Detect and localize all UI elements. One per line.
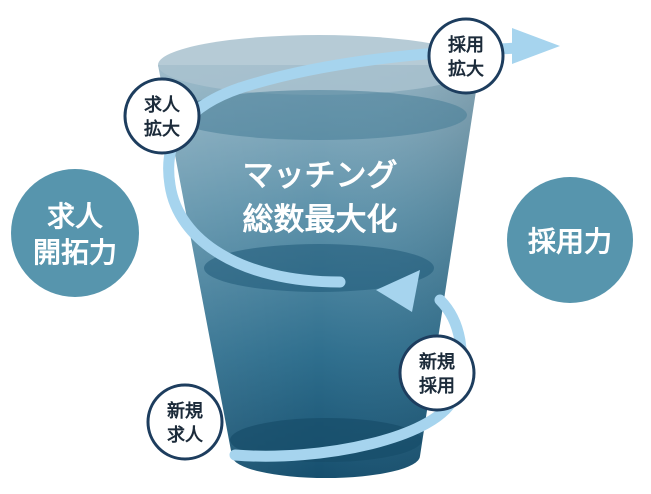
badge-top-right-shape <box>427 17 505 95</box>
badge-bottom-right-shape <box>398 334 476 412</box>
side-circle-left-shape <box>11 169 139 297</box>
center-title-line2: 総数最大化 <box>243 202 398 238</box>
badge-top-left-line1: 求人 <box>144 94 181 116</box>
side-left-line2: 開拓力 <box>33 236 117 269</box>
badge-bottom-right-line2: 採用 <box>419 375 455 397</box>
badge-bottom-left-shape <box>146 383 224 461</box>
badge-top-right: 採用 拡大 <box>427 17 505 95</box>
cup-inner-band-upper <box>171 90 467 140</box>
badge-top-left-line2: 拡大 <box>144 118 180 140</box>
cup-inner-band-middle <box>204 244 434 292</box>
side-right-line1: 採用力 <box>528 225 612 258</box>
badge-bottom-left-line1: 新規 <box>167 400 203 422</box>
side-circle-right-shape <box>507 177 633 303</box>
badge-top-left-shape <box>123 77 201 155</box>
arrow-head-middle <box>376 270 420 312</box>
badge-top-right-line2: 拡大 <box>448 58 484 80</box>
badge-top-left: 求人 拡大 <box>123 77 201 155</box>
center-title-line1: マッチング <box>243 158 398 194</box>
badge-bottom-right-line1: 新規 <box>419 351 455 373</box>
badge-top-right-line1: 採用 <box>448 34 484 56</box>
badge-bottom-right: 新規 採用 <box>398 334 476 412</box>
side-left-line1: 求人 <box>47 200 103 233</box>
badge-bottom-left: 新規 求人 <box>146 383 224 461</box>
arrow-head-top <box>512 28 560 64</box>
side-circle-left: 求人 開拓力 <box>11 169 139 297</box>
side-circle-right: 採用力 <box>507 177 633 303</box>
badge-bottom-left-line2: 求人 <box>167 424 204 446</box>
